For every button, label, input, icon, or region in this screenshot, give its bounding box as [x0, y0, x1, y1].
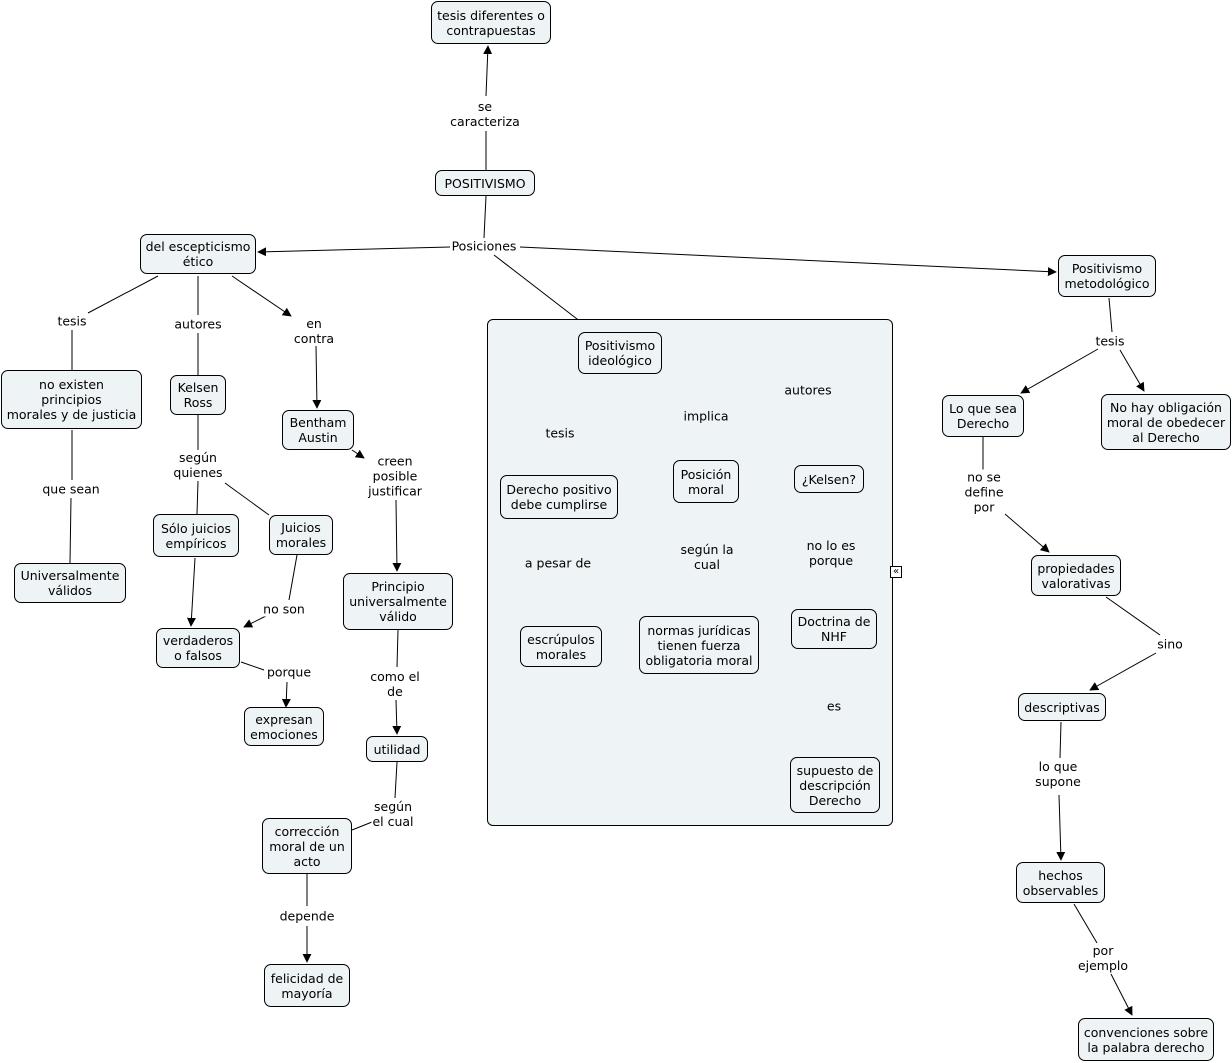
link-label-posiciones: Posiciones: [450, 238, 518, 254]
link-label-por-ejemplo: por ejemplo: [1076, 943, 1130, 973]
node-doctrina-nhf[interactable]: Doctrina de NHF: [791, 609, 877, 649]
link-label-como-el-de: como el de: [369, 669, 421, 699]
node-lo-que-sea-derecho[interactable]: Lo que sea Derecho: [942, 395, 1024, 437]
node-bentham-austin[interactable]: Bentham Austin: [282, 410, 354, 450]
node-verdaderos-falsos[interactable]: verdaderos o falsos: [156, 628, 240, 668]
link-label-sino: sino: [1156, 636, 1184, 652]
node-normas-juridicas[interactable]: normas jurídicas tienen fuerza obligator…: [639, 616, 759, 674]
link-label-tesis: tesis: [56, 313, 88, 329]
double-chevron-left-icon[interactable]: «: [890, 566, 902, 578]
node-supuesto-descripcion[interactable]: supuesto de descripción Derecho: [790, 757, 880, 813]
node-principio-universalmente-valido[interactable]: Principio universalmente válido: [343, 573, 453, 630]
link-label-no-lo-es-porque: no lo es porque: [805, 538, 857, 568]
link-label-se-caracteriza: se caracteriza: [449, 99, 521, 129]
link-label-segun-la-cual: según la cual: [679, 542, 735, 572]
node-no-hay-obligacion[interactable]: No hay obligación moral de obedecer al D…: [1101, 394, 1231, 450]
link-label-segun-el-cual: según el cual: [371, 799, 415, 829]
link-label-no-se-define-por: no se define por: [963, 469, 1005, 515]
node-positivismo-metodologico[interactable]: Positivismo metodológico: [1058, 255, 1156, 297]
node-correccion-moral[interactable]: corrección moral de un acto: [262, 818, 352, 874]
node-kelsen-ross[interactable]: Kelsen Ross: [170, 375, 226, 415]
node-felicidad-mayoria[interactable]: felicidad de mayoría: [264, 964, 350, 1007]
node-propiedades-valorativas[interactable]: propiedades valorativas: [1031, 555, 1121, 596]
link-label-autores: autores: [173, 316, 223, 332]
node-juicios-morales[interactable]: Juicios morales: [269, 515, 333, 555]
node-kelsen-question[interactable]: ¿Kelsen?: [794, 465, 864, 493]
link-label-que-sean: que sean: [41, 481, 101, 497]
node-universalmente-validos[interactable]: Universalmente válidos: [14, 563, 126, 603]
link-label-creen-posible-justificar: creen posible justificar: [367, 453, 423, 499]
link-label-tesis-metodologico: tesis: [1094, 333, 1126, 349]
node-utilidad[interactable]: utilidad: [366, 736, 428, 762]
node-no-existen-principios[interactable]: no existen principios morales y de justi…: [1, 370, 142, 429]
link-label-es: es: [825, 698, 843, 714]
node-derecho-positivo[interactable]: Derecho positivo debe cumplirse: [500, 475, 618, 519]
link-label-autores-ideologico: autores: [783, 382, 833, 398]
node-escepticismo-etico[interactable]: del escepticismo ético: [140, 234, 256, 274]
node-solo-juicios-empiricos[interactable]: Sólo juicios empíricos: [153, 514, 239, 557]
link-label-a-pesar-de: a pesar de: [523, 555, 593, 571]
link-label-implica: implica: [682, 408, 730, 424]
node-positivismo[interactable]: POSITIVISMO: [435, 170, 535, 196]
link-label-no-son: no son: [262, 601, 306, 617]
positivismo-ideologico-group: [487, 319, 893, 826]
node-escrupulos-morales[interactable]: escrúpulos morales: [520, 626, 602, 667]
link-label-depende: depende: [278, 908, 336, 924]
node-expresan-emociones[interactable]: expresan emociones: [244, 707, 324, 746]
link-label-lo-que-supone: lo que supone: [1034, 759, 1082, 789]
link-label-tesis-ideologico: tesis: [544, 425, 576, 441]
link-label-segun-quienes: según quienes: [172, 450, 224, 480]
node-descriptivas[interactable]: descriptivas: [1018, 693, 1106, 721]
node-tesis-diferentes[interactable]: tesis diferentes o contrapuestas: [431, 1, 551, 44]
node-positivismo-ideologico[interactable]: Positivismo ideológico: [578, 332, 662, 374]
node-convenciones[interactable]: convenciones sobre la palabra derecho: [1078, 1018, 1214, 1061]
node-hechos-observables[interactable]: hechos observables: [1016, 862, 1105, 903]
link-label-en-contra: en contra: [292, 316, 336, 346]
node-posicion-moral[interactable]: Posición moral: [673, 460, 739, 503]
link-label-porque: porque: [265, 664, 313, 680]
